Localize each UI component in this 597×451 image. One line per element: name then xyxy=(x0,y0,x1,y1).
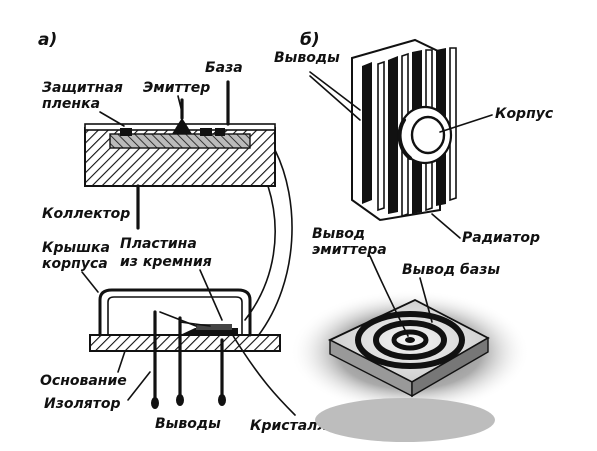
contact-pad xyxy=(215,128,225,136)
label-radiator: Радиатор xyxy=(462,230,540,246)
label-housing-lid-1: Крышка xyxy=(42,240,110,256)
transistor-cross-section xyxy=(84,80,276,230)
label-housing: Корпус xyxy=(495,106,554,122)
contact-pad xyxy=(200,128,212,136)
label-emitter-lead-1: Вывод xyxy=(312,226,365,242)
transistor-assembly xyxy=(89,288,281,409)
label-protective-film-2: пленка xyxy=(42,96,100,112)
label-leads-bottom: Выводы xyxy=(155,416,221,432)
label-silicon-wafer-1: Пластина xyxy=(120,236,197,252)
label-emitter: Эмиттер xyxy=(143,80,210,96)
label-housing-lid-2: корпуса xyxy=(42,256,108,272)
panel-b-letter: б) xyxy=(300,30,320,50)
label-insulator: Изолятор xyxy=(44,396,120,412)
panel-a-letter: а) xyxy=(38,30,57,50)
label-silicon-wafer-2: из кремния xyxy=(120,254,212,270)
contact-pad xyxy=(120,128,132,136)
label-emitter-lead-2: эмиттера xyxy=(312,242,387,258)
radiator-transistor xyxy=(351,38,457,222)
label-collector: Коллектор xyxy=(42,206,130,222)
emitter-contact xyxy=(172,118,192,134)
label-base: База xyxy=(205,60,243,76)
label-leads-top: Выводы xyxy=(274,50,340,66)
label-protective-film-1: Защитная xyxy=(42,80,123,96)
silicon-chip-closeup xyxy=(290,290,530,442)
label-base-lead: Вывод базы xyxy=(402,262,500,278)
label-base-plate: Основание xyxy=(40,373,127,389)
